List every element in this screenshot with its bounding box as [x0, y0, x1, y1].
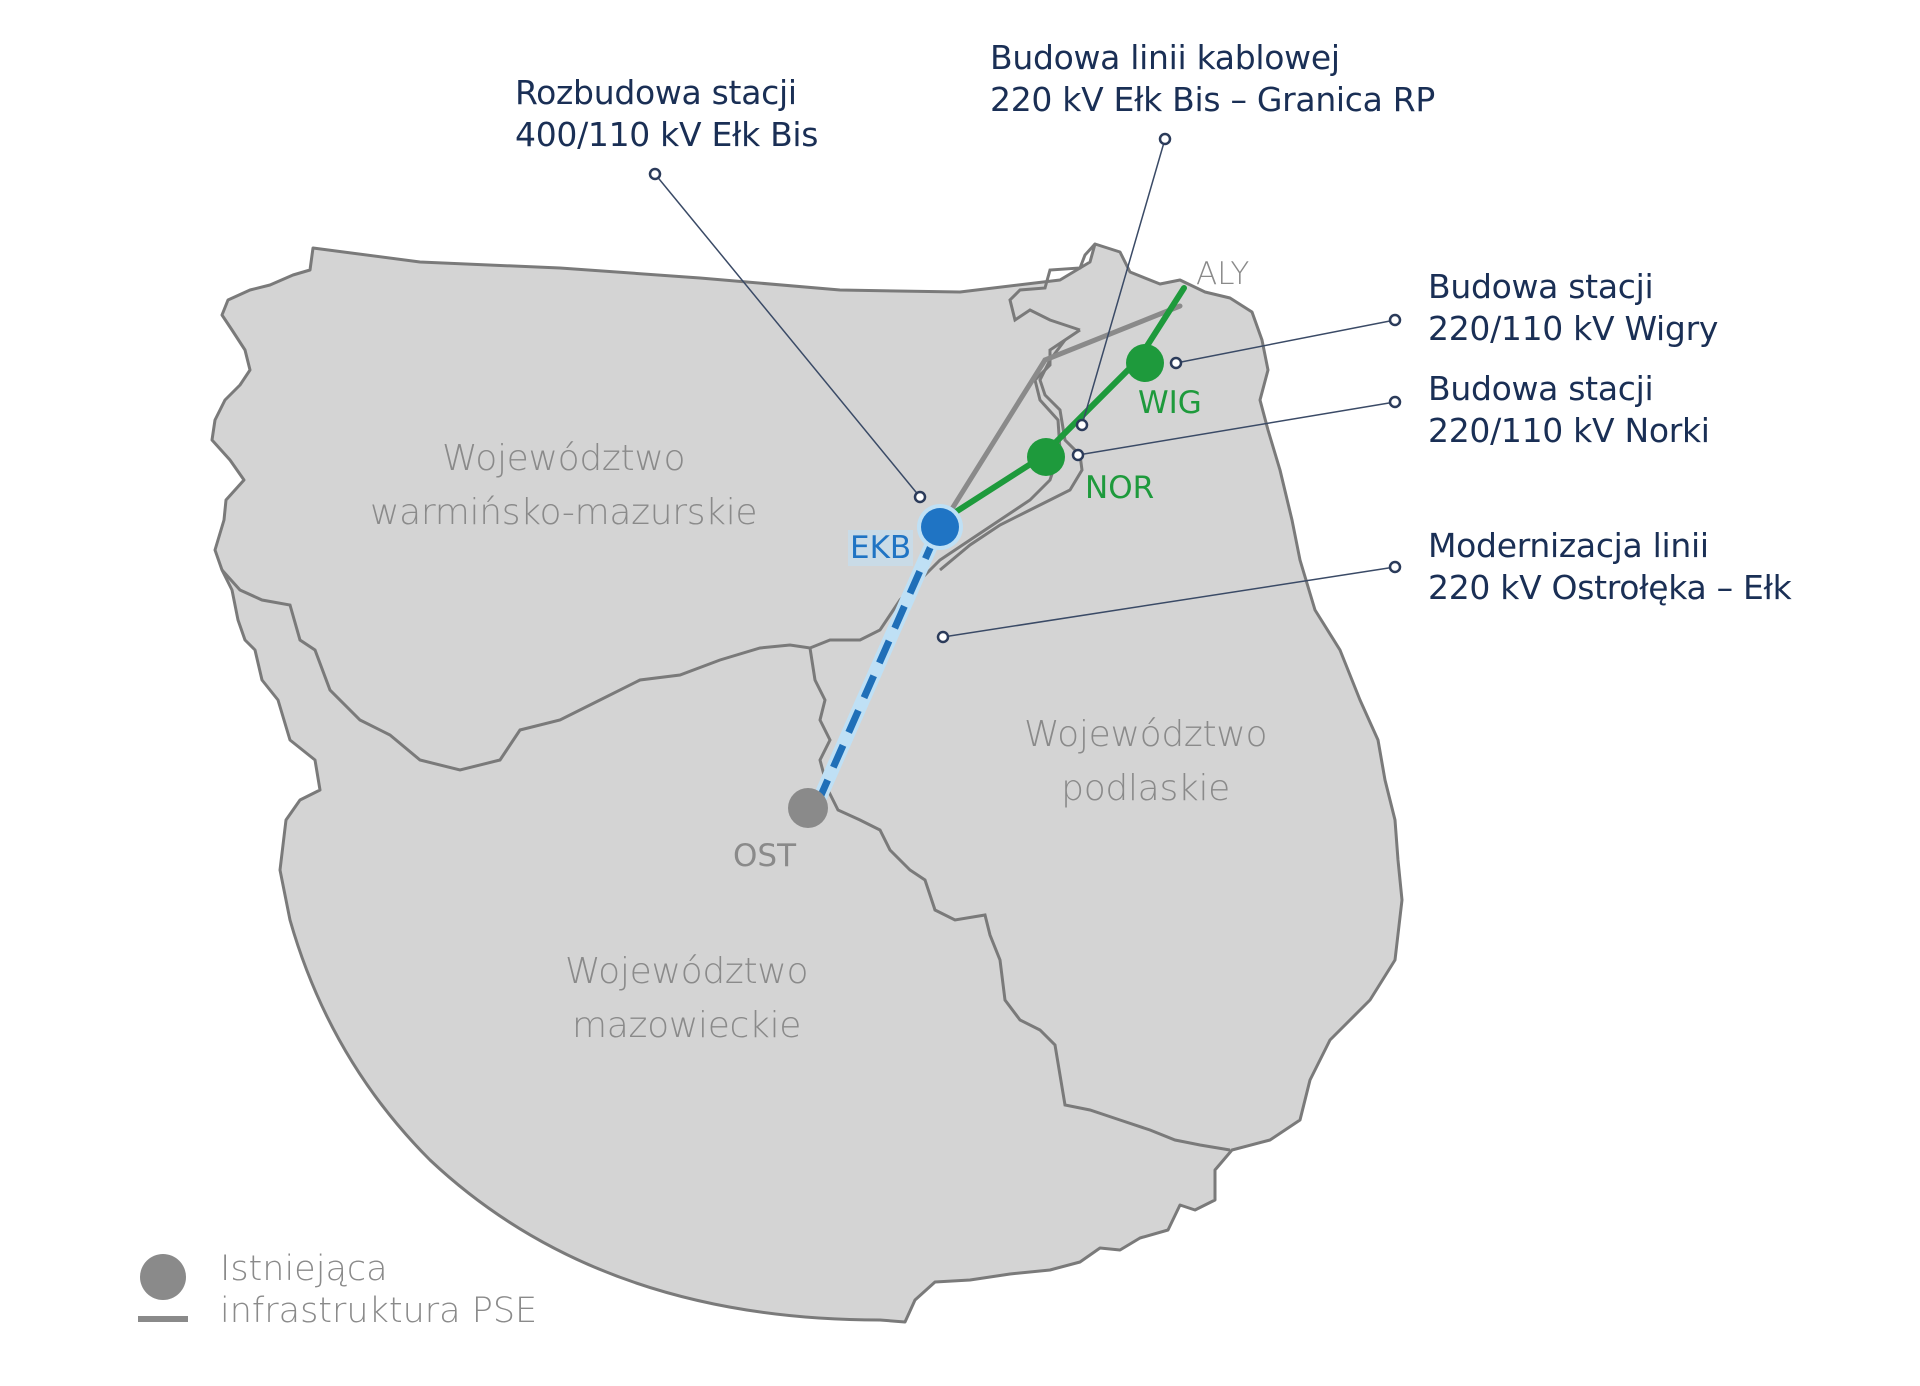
annotation-stacja-wigry: Budowa stacji 220/110 kV Wigry: [1428, 266, 1718, 350]
leader-dot-icon: [1075, 418, 1089, 432]
annotation-line1: Budowa stacji: [1428, 369, 1654, 408]
station-label-aly: ALY: [1196, 256, 1250, 292]
leader-dot-icon: [936, 630, 950, 644]
leader-wigry: [1175, 319, 1396, 364]
border-wm-maz: [220, 328, 1081, 772]
station-label-wig: WIG: [1138, 385, 1202, 421]
border-maz-podl: [808, 647, 1231, 1152]
leader-dot-icon: [648, 167, 662, 181]
leader-dot-icon: [1388, 395, 1402, 409]
region-label-line1: Województwo: [442, 438, 686, 479]
annotation-line2: 220/110 kV Wigry: [1428, 309, 1719, 348]
region-label-podlaskie: Województwo podlaskie: [1024, 708, 1267, 816]
green-line-ekb-aly: [937, 285, 1187, 525]
annotation-line2: 220/110 kV Norki: [1428, 411, 1710, 450]
region-label-line2: warmińsko-mazurskie: [370, 492, 758, 533]
leader-lines: [654, 138, 1396, 638]
station-ost-icon[interactable]: [788, 788, 828, 828]
station-nor-icon[interactable]: [1027, 438, 1065, 476]
annotation-modernizacja-linii: Modernizacja linii 220 kV Ostrołęka – Eł…: [1428, 525, 1792, 609]
border-podl-north: [1008, 242, 1097, 332]
station-ekb-icon[interactable]: [921, 508, 959, 546]
leader-norki: [1077, 401, 1396, 456]
station-label-ekb: EKB: [848, 530, 914, 566]
legend-line1: Istniejąca: [220, 1249, 388, 1289]
land-outline: [210, 242, 1404, 1324]
legend-text: Istniejąca infrastruktura PSE: [220, 1248, 537, 1332]
leader-modernizacja: [942, 566, 1396, 638]
annotation-line1: Budowa linii kablowej: [990, 38, 1340, 77]
leader-rozbudowa: [654, 173, 921, 498]
dashed-line-ost-ekb-core: [814, 528, 942, 804]
existing-line-ekb-north: [942, 357, 1048, 523]
existing-line-bar-icon: [138, 1316, 188, 1322]
region-label-line1: Województwo: [565, 951, 809, 992]
legend-line2: infrastruktura PSE: [220, 1291, 538, 1331]
station-label-nor: NOR: [1085, 470, 1155, 506]
leader-endpoints: [648, 132, 1402, 644]
region-label-mazowieckie: Województwo mazowieckie: [565, 945, 808, 1053]
leader-dot-icon: [1071, 448, 1085, 462]
annotation-line2: 220 kV Ostrołęka – Ełk: [1428, 568, 1792, 607]
annotation-line2: 220 kV Ełk Bis – Granica RP: [990, 80, 1435, 119]
existing-lines: [942, 303, 1183, 523]
leader-kablowa: [1081, 138, 1166, 426]
station-wig-icon[interactable]: [1126, 344, 1164, 382]
border-podl-inner: [939, 339, 1084, 572]
annotation-line1: Modernizacja linii: [1428, 526, 1709, 565]
existing-station-dot-icon: [140, 1254, 186, 1300]
leader-dot-icon: [1388, 560, 1402, 574]
station-label-ost: OST: [733, 838, 797, 874]
leader-dot-icon: [1158, 132, 1172, 146]
annotation-line2: 400/110 kV Ełk Bis: [515, 115, 819, 154]
annotation-rozbudowa-elk-bis: Rozbudowa stacji 400/110 kV Ełk Bis: [515, 72, 818, 156]
annotation-line1: Rozbudowa stacji: [515, 73, 797, 112]
leader-dot-icon: [913, 490, 927, 504]
annotation-linia-kablowa: Budowa linii kablowej 220 kV Ełk Bis – G…: [990, 37, 1435, 121]
region-label-line1: Województwo: [1024, 714, 1268, 755]
annotation-line1: Budowa stacji: [1428, 267, 1654, 306]
existing-line-north-aly: [1042, 303, 1183, 363]
region-label-line2: mazowieckie: [572, 1005, 802, 1046]
region-label-warminsko-mazurskie: Województwo warmińsko-mazurskie: [370, 432, 758, 540]
annotation-stacja-norki: Budowa stacji 220/110 kV Norki: [1428, 368, 1710, 452]
leader-dot-icon: [1388, 313, 1402, 327]
region-label-line2: podlaskie: [1061, 768, 1231, 809]
leader-dot-icon: [1169, 356, 1183, 370]
